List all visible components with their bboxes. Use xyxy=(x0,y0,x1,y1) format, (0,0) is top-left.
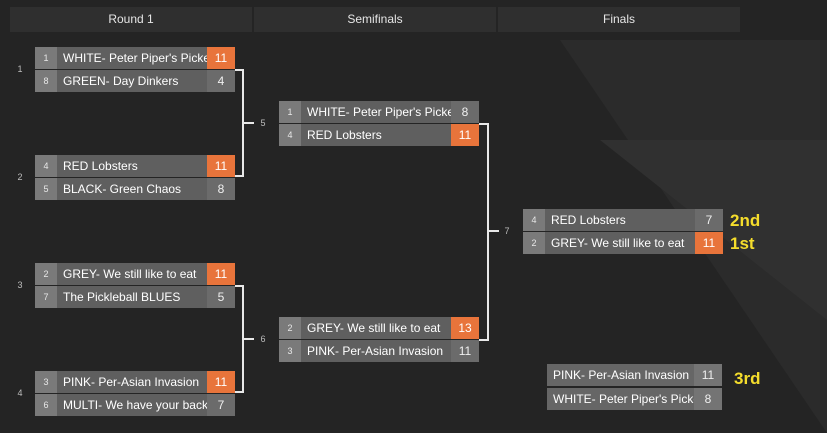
match-number: 5 xyxy=(260,118,266,128)
team-name: GREEN- Day Dinkers xyxy=(57,70,207,92)
placement-label-1st: 1st xyxy=(730,234,755,253)
team-score: 11 xyxy=(695,232,723,254)
match-slot[interactable]: PINK- Per-Asian Invasion 11 xyxy=(547,364,722,386)
placement-label-3rd: 3rd xyxy=(734,369,761,388)
team-name: BLACK- Green Chaos xyxy=(57,178,207,200)
match-number: 2 xyxy=(17,172,23,182)
match-slot[interactable]: 2 GREY- We still like to eat 11 xyxy=(35,263,235,285)
match-slot[interactable]: 3 PINK- Per-Asian Invasion 11 xyxy=(35,371,235,393)
team-name: GREY- We still like to eat xyxy=(301,317,451,339)
bracket-connector xyxy=(235,391,243,393)
team-name: GREY- We still like to eat xyxy=(57,263,207,285)
match-slot[interactable]: 6 MULTI- We have your back 7 xyxy=(35,394,235,416)
team-name: PINK- Per-Asian Invasion xyxy=(301,340,451,362)
match-slot[interactable]: 8 GREEN- Day Dinkers 4 xyxy=(35,70,235,92)
match-slot[interactable]: 3 PINK- Per-Asian Invasion 11 xyxy=(279,340,479,362)
bracket-connector xyxy=(242,285,244,393)
bracket-connector xyxy=(479,339,488,341)
seed-number: 7 xyxy=(35,286,57,308)
match-slot[interactable]: 2 GREY- We still like to eat 11 xyxy=(523,232,723,254)
team-name: WHITE- Peter Piper's Pickers xyxy=(547,388,694,410)
seed-number: 1 xyxy=(35,47,57,69)
team-score: 8 xyxy=(694,388,722,410)
team-name: WHITE- Peter Piper's Pickers xyxy=(301,101,451,123)
round-header-finals: Finals xyxy=(498,7,740,32)
team-score: 11 xyxy=(207,263,235,285)
match-slot[interactable]: 4 RED Lobsters 7 xyxy=(523,209,723,231)
match-number: 7 xyxy=(504,226,510,236)
match-slot[interactable]: 1 WHITE- Peter Piper's Pickers 11 xyxy=(35,47,235,69)
bracket-connector xyxy=(242,69,244,177)
seed-number: 3 xyxy=(35,371,57,393)
match-number: 6 xyxy=(260,334,266,344)
team-score: 5 xyxy=(207,286,235,308)
bracket-connector xyxy=(489,230,499,232)
match-number: 1 xyxy=(17,64,23,74)
match-slot[interactable]: 4 RED Lobsters 11 xyxy=(35,155,235,177)
seed-number: 4 xyxy=(523,209,545,231)
team-name: RED Lobsters xyxy=(545,209,695,231)
team-score: 11 xyxy=(207,47,235,69)
team-score: 7 xyxy=(207,394,235,416)
team-name: RED Lobsters xyxy=(57,155,207,177)
seed-number: 2 xyxy=(35,263,57,285)
team-name: GREY- We still like to eat xyxy=(545,232,695,254)
team-score: 13 xyxy=(451,317,479,339)
placement-label-2nd: 2nd xyxy=(730,211,761,230)
bracket-connector xyxy=(487,123,489,341)
seed-number: 2 xyxy=(523,232,545,254)
match-slot[interactable]: 4 RED Lobsters 11 xyxy=(279,124,479,146)
seed-number: 8 xyxy=(35,70,57,92)
team-score: 7 xyxy=(695,209,723,231)
team-name: WHITE- Peter Piper's Pickers xyxy=(57,47,207,69)
match-slot[interactable]: 2 GREY- We still like to eat 13 xyxy=(279,317,479,339)
team-name: The Pickleball BLUES xyxy=(57,286,207,308)
team-score: 11 xyxy=(451,340,479,362)
round-header-semifinals: Semifinals xyxy=(254,7,496,32)
match-slot[interactable]: WHITE- Peter Piper's Pickers 8 xyxy=(547,388,722,410)
seed-number: 3 xyxy=(279,340,301,362)
team-score: 11 xyxy=(451,124,479,146)
bracket-connector xyxy=(244,338,254,340)
team-score: 4 xyxy=(207,70,235,92)
seed-number: 4 xyxy=(279,124,301,146)
match-slot[interactable]: 7 The Pickleball BLUES 5 xyxy=(35,286,235,308)
team-score: 11 xyxy=(207,155,235,177)
team-name: PINK- Per-Asian Invasion xyxy=(57,371,207,393)
seed-number: 6 xyxy=(35,394,57,416)
bracket-connector xyxy=(244,122,254,124)
bracket-connector xyxy=(479,123,488,125)
team-score: 8 xyxy=(207,178,235,200)
match-slot[interactable]: 5 BLACK- Green Chaos 8 xyxy=(35,178,235,200)
round-header-round1: Round 1 xyxy=(10,7,252,32)
bracket-connector xyxy=(235,285,243,287)
match-number: 4 xyxy=(17,388,23,398)
match-number: 3 xyxy=(17,280,23,290)
bracket-connector xyxy=(235,69,243,71)
seed-number: 5 xyxy=(35,178,57,200)
seed-number: 2 xyxy=(279,317,301,339)
team-name: RED Lobsters xyxy=(301,124,451,146)
team-score: 11 xyxy=(694,364,722,386)
team-score: 8 xyxy=(451,101,479,123)
team-name: MULTI- We have your back xyxy=(57,394,207,416)
bracket-connector xyxy=(235,175,243,177)
match-slot[interactable]: 1 WHITE- Peter Piper's Pickers 8 xyxy=(279,101,479,123)
team-score: 11 xyxy=(207,371,235,393)
seed-number: 1 xyxy=(279,101,301,123)
team-name: PINK- Per-Asian Invasion xyxy=(547,364,694,386)
seed-number: 4 xyxy=(35,155,57,177)
